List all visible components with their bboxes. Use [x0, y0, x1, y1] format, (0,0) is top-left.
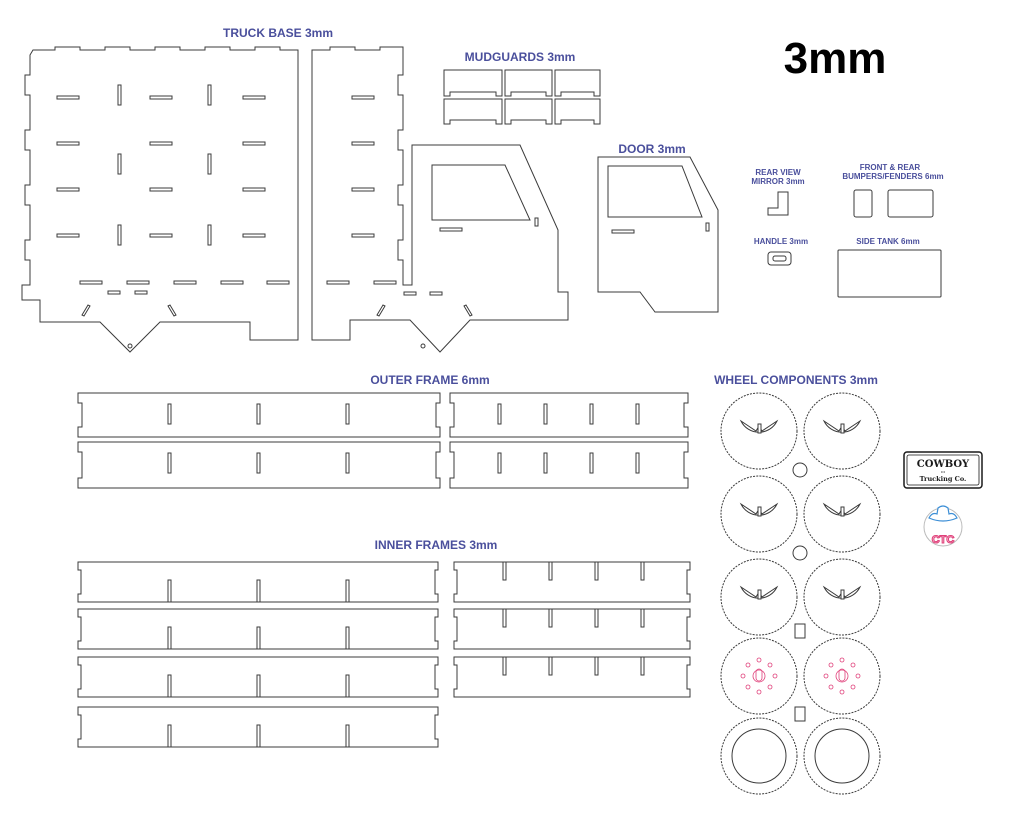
truck-base-left-slots: [56, 84, 290, 349]
handle: [767, 251, 792, 266]
mirror-label-line1: REAR VIEW: [755, 168, 801, 177]
outer-frames: [77, 392, 689, 489]
truck-base-cab-panel: [311, 46, 569, 353]
mirror-label-line2: MIRROR 3mm: [751, 177, 804, 186]
door: [597, 156, 719, 313]
axle-spacer-1: [794, 623, 806, 639]
svg-text:•••: •••: [941, 469, 946, 474]
wheel-hub-6: [803, 558, 881, 636]
outer-frame-label: OUTER FRAME 6mm: [370, 373, 489, 387]
wheel-hub-1: [720, 392, 798, 470]
axle-washer-2: [792, 545, 808, 561]
axle-spacer-2: [794, 706, 806, 722]
wheel-components-label: WHEEL COMPONENTS 3mm: [714, 373, 878, 387]
cowboy-hat-icon: [928, 505, 958, 522]
side-tank-label: SIDE TANK 6mm: [856, 237, 919, 246]
wheel-hub-5: [720, 558, 798, 636]
wheel-tyre-1: [720, 717, 798, 795]
door-label: DOOR 3mm: [618, 142, 685, 156]
bumpers-label-line2: BUMPERS/FENDERS 6mm: [842, 172, 943, 181]
truck-base-cab-slots: [326, 95, 539, 349]
mudguards-label: MUDGUARDS 3mm: [465, 50, 576, 64]
axle-washer-1: [792, 462, 808, 478]
wheel-rim-1: [720, 637, 798, 715]
bumpers-label-line1: FRONT & REAR: [860, 163, 921, 172]
truck-base-left-panel: [21, 46, 299, 353]
bumpers-fenders: [853, 189, 934, 218]
wheel-components: [720, 392, 881, 795]
logo-tagline: Trucking Co.: [920, 475, 967, 483]
logo-brand: COWBOY: [917, 459, 970, 470]
inner-frames: [77, 561, 691, 748]
mudguards: [443, 69, 601, 125]
thickness-title: 3mm: [784, 34, 887, 83]
inner-frames-label: INNER FRAMES 3mm: [375, 538, 498, 552]
wheel-rim-2: [803, 637, 881, 715]
truck-base-label: TRUCK BASE 3mm: [223, 26, 333, 40]
wheel-hub-2: [803, 392, 881, 470]
wheel-hub-3: [720, 475, 798, 553]
wheel-hub-4: [803, 475, 881, 553]
logo-badge: CTC: [932, 534, 955, 546]
side-tank: [837, 249, 942, 298]
ctc-hat-badge: CTC: [923, 505, 963, 547]
cowboy-trucking-logo: COWBOY Trucking Co. •••: [903, 451, 983, 489]
rear-view-mirror: [767, 191, 789, 216]
handle-label: HANDLE 3mm: [754, 237, 808, 246]
wheel-tyre-2: [803, 717, 881, 795]
